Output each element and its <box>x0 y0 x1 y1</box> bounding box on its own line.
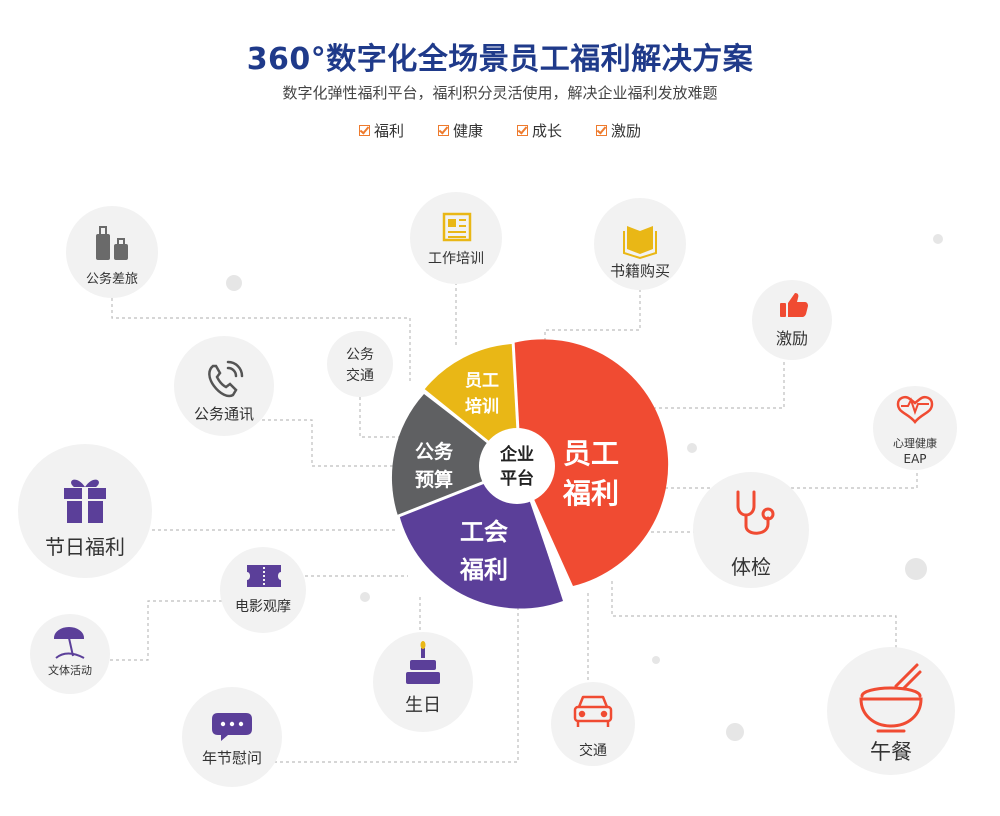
hub-center-line2: 平台 <box>500 468 534 489</box>
check-icon <box>517 125 528 136</box>
heart-pulse-icon <box>896 395 934 425</box>
label-line2: EAP <box>903 452 926 466</box>
feature-tags: 福利 健康 成长 激励 <box>0 120 1000 141</box>
node-incentive[interactable]: 激励 <box>752 280 832 360</box>
beach-umbrella-icon <box>53 627 85 659</box>
label: 文体活动 <box>48 663 92 677</box>
tag-incentive: 激励 <box>596 120 641 141</box>
node-movie-massage[interactable]: 电影观摩 <box>220 547 306 633</box>
label: 交通 <box>579 742 607 759</box>
hub-center-line1: 企业 <box>499 444 534 465</box>
luggage-icon <box>96 226 128 260</box>
label: 节日福利 <box>45 535 125 559</box>
cake-icon <box>406 641 440 684</box>
business-budget-line2: 预算 <box>415 468 453 491</box>
label: 体检 <box>731 555 771 579</box>
label: 年节慰问 <box>202 749 262 767</box>
node-physical-exam[interactable]: 体检 <box>693 472 809 588</box>
stethoscope-icon <box>736 490 775 535</box>
node-holiday-condolence[interactable]: 年节慰问 <box>182 687 282 787</box>
thumbs-up-icon <box>780 293 808 317</box>
label: 公务差旅 <box>86 271 138 287</box>
label: 午餐 <box>870 740 912 764</box>
business-budget-line1: 公务 <box>415 440 454 463</box>
segment-employee-welfare[interactable] <box>513 339 669 586</box>
node-business-travel[interactable]: 公务差旅 <box>66 206 158 298</box>
label: 书籍购买 <box>610 262 670 280</box>
training-line2: 培训 <box>465 396 499 417</box>
check-icon <box>358 125 370 136</box>
union-welfare-line1: 工会 <box>460 518 508 546</box>
tag-health: 健康 <box>437 120 483 141</box>
node-lunch[interactable]: 午餐 <box>827 647 955 775</box>
decorative-dots <box>226 234 943 741</box>
label-line2: 交通 <box>346 367 374 384</box>
segment-business-budget[interactable] <box>391 394 520 516</box>
newspaper-icon <box>442 212 472 242</box>
node-holiday-welfare[interactable]: 节日福利 <box>18 444 152 578</box>
open-book-icon <box>623 226 657 260</box>
hub-pie: 企业 平台 员工 福利 工会 福利 公务 预算 员工 培训 <box>391 339 669 609</box>
chat-bubble-icon <box>212 713 252 741</box>
node-business-transport[interactable]: 公务 交通 <box>327 331 393 397</box>
phone-icon <box>208 360 244 398</box>
tag-growth: 成长 <box>517 120 562 141</box>
employee-welfare-line2: 福利 <box>562 477 619 510</box>
rice-bowl-icon <box>859 663 923 733</box>
ticket-icon <box>247 565 281 587</box>
node-business-communication[interactable]: 公务通讯 <box>174 336 274 436</box>
page-subtitle: 数字化弹性福利平台，福利积分灵活使用，解决企业福利发放难题 <box>282 84 718 102</box>
node-birthday[interactable]: 生日 <box>373 632 473 732</box>
label: 公务通讯 <box>194 405 254 423</box>
label-line1: 公务 <box>346 347 374 363</box>
hub-center <box>479 428 555 504</box>
node-mental-health[interactable]: 心理健康 EAP <box>873 386 957 470</box>
tag-welfare: 福利 <box>358 120 404 141</box>
employee-welfare-line1: 员工 <box>563 437 619 470</box>
training-line1: 员工 <box>465 371 499 391</box>
node-culture-sports[interactable]: 文体活动 <box>30 614 110 694</box>
node-book-purchase[interactable]: 书籍购买 <box>594 198 686 290</box>
label: 工作培训 <box>428 251 484 267</box>
gift-icon <box>64 479 106 523</box>
check-icon <box>596 125 608 136</box>
label-line1: 心理健康 <box>893 436 937 450</box>
check-icon <box>437 125 449 136</box>
label: 电影观摩 <box>235 598 291 615</box>
label: 激励 <box>776 329 808 348</box>
car-icon <box>573 695 613 727</box>
label: 生日 <box>405 695 441 716</box>
node-transport[interactable]: 交通 <box>551 682 635 766</box>
node-work-training[interactable]: 工作培训 <box>410 192 502 284</box>
union-welfare-line2: 福利 <box>459 556 508 584</box>
page-title: 360°数字化全场景员工福利解决方案 <box>246 42 754 77</box>
